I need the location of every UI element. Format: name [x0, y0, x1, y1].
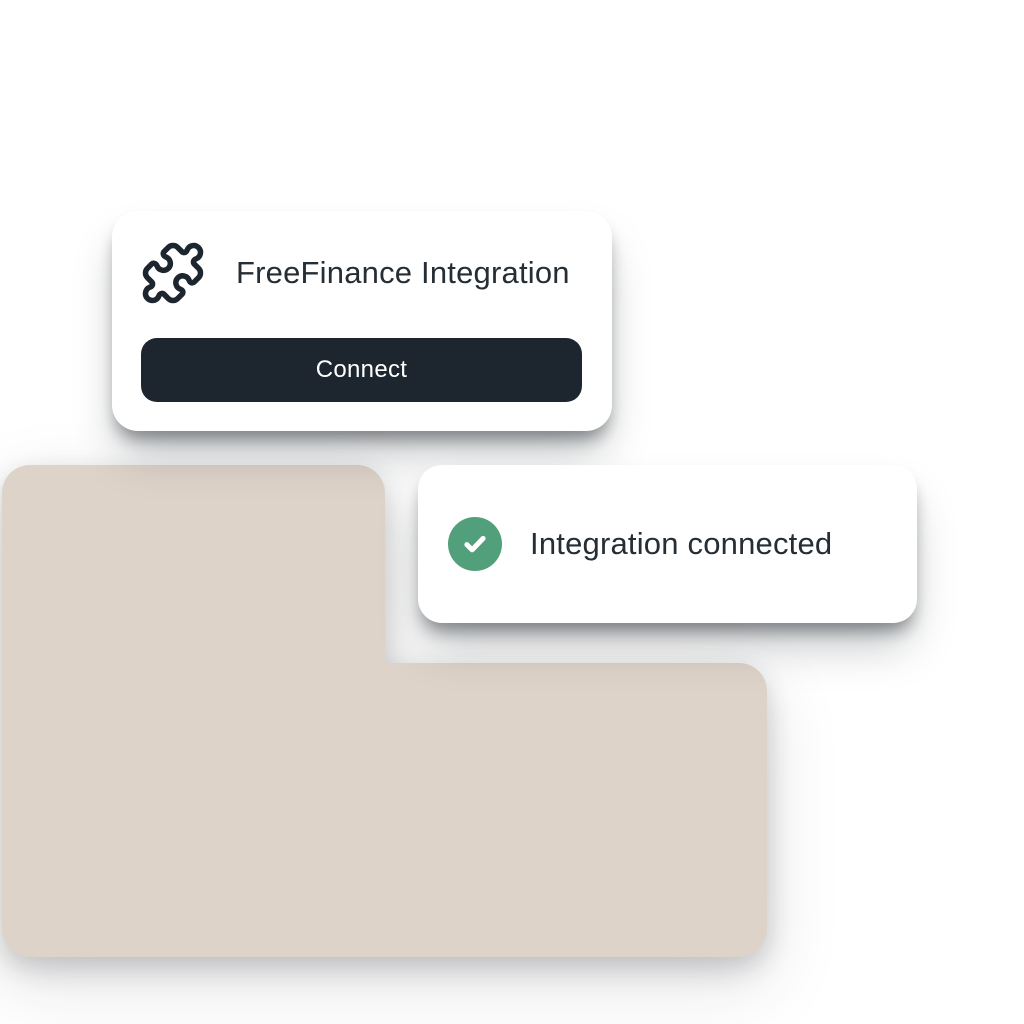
connect-button[interactable]: Connect	[141, 338, 582, 402]
puzzle-icon	[140, 240, 206, 306]
integration-card: FreeFinance Integration Connect	[112, 211, 612, 431]
success-check-badge	[448, 517, 502, 571]
decorative-panel-top	[2, 465, 385, 765]
toast-notification: Integration connected	[418, 465, 917, 623]
integration-card-title: FreeFinance Integration	[236, 255, 570, 290]
decorative-panel-bottom	[2, 663, 767, 957]
integration-card-header: FreeFinance Integration	[140, 240, 582, 306]
toast-message: Integration connected	[530, 526, 833, 561]
check-icon	[464, 535, 486, 553]
